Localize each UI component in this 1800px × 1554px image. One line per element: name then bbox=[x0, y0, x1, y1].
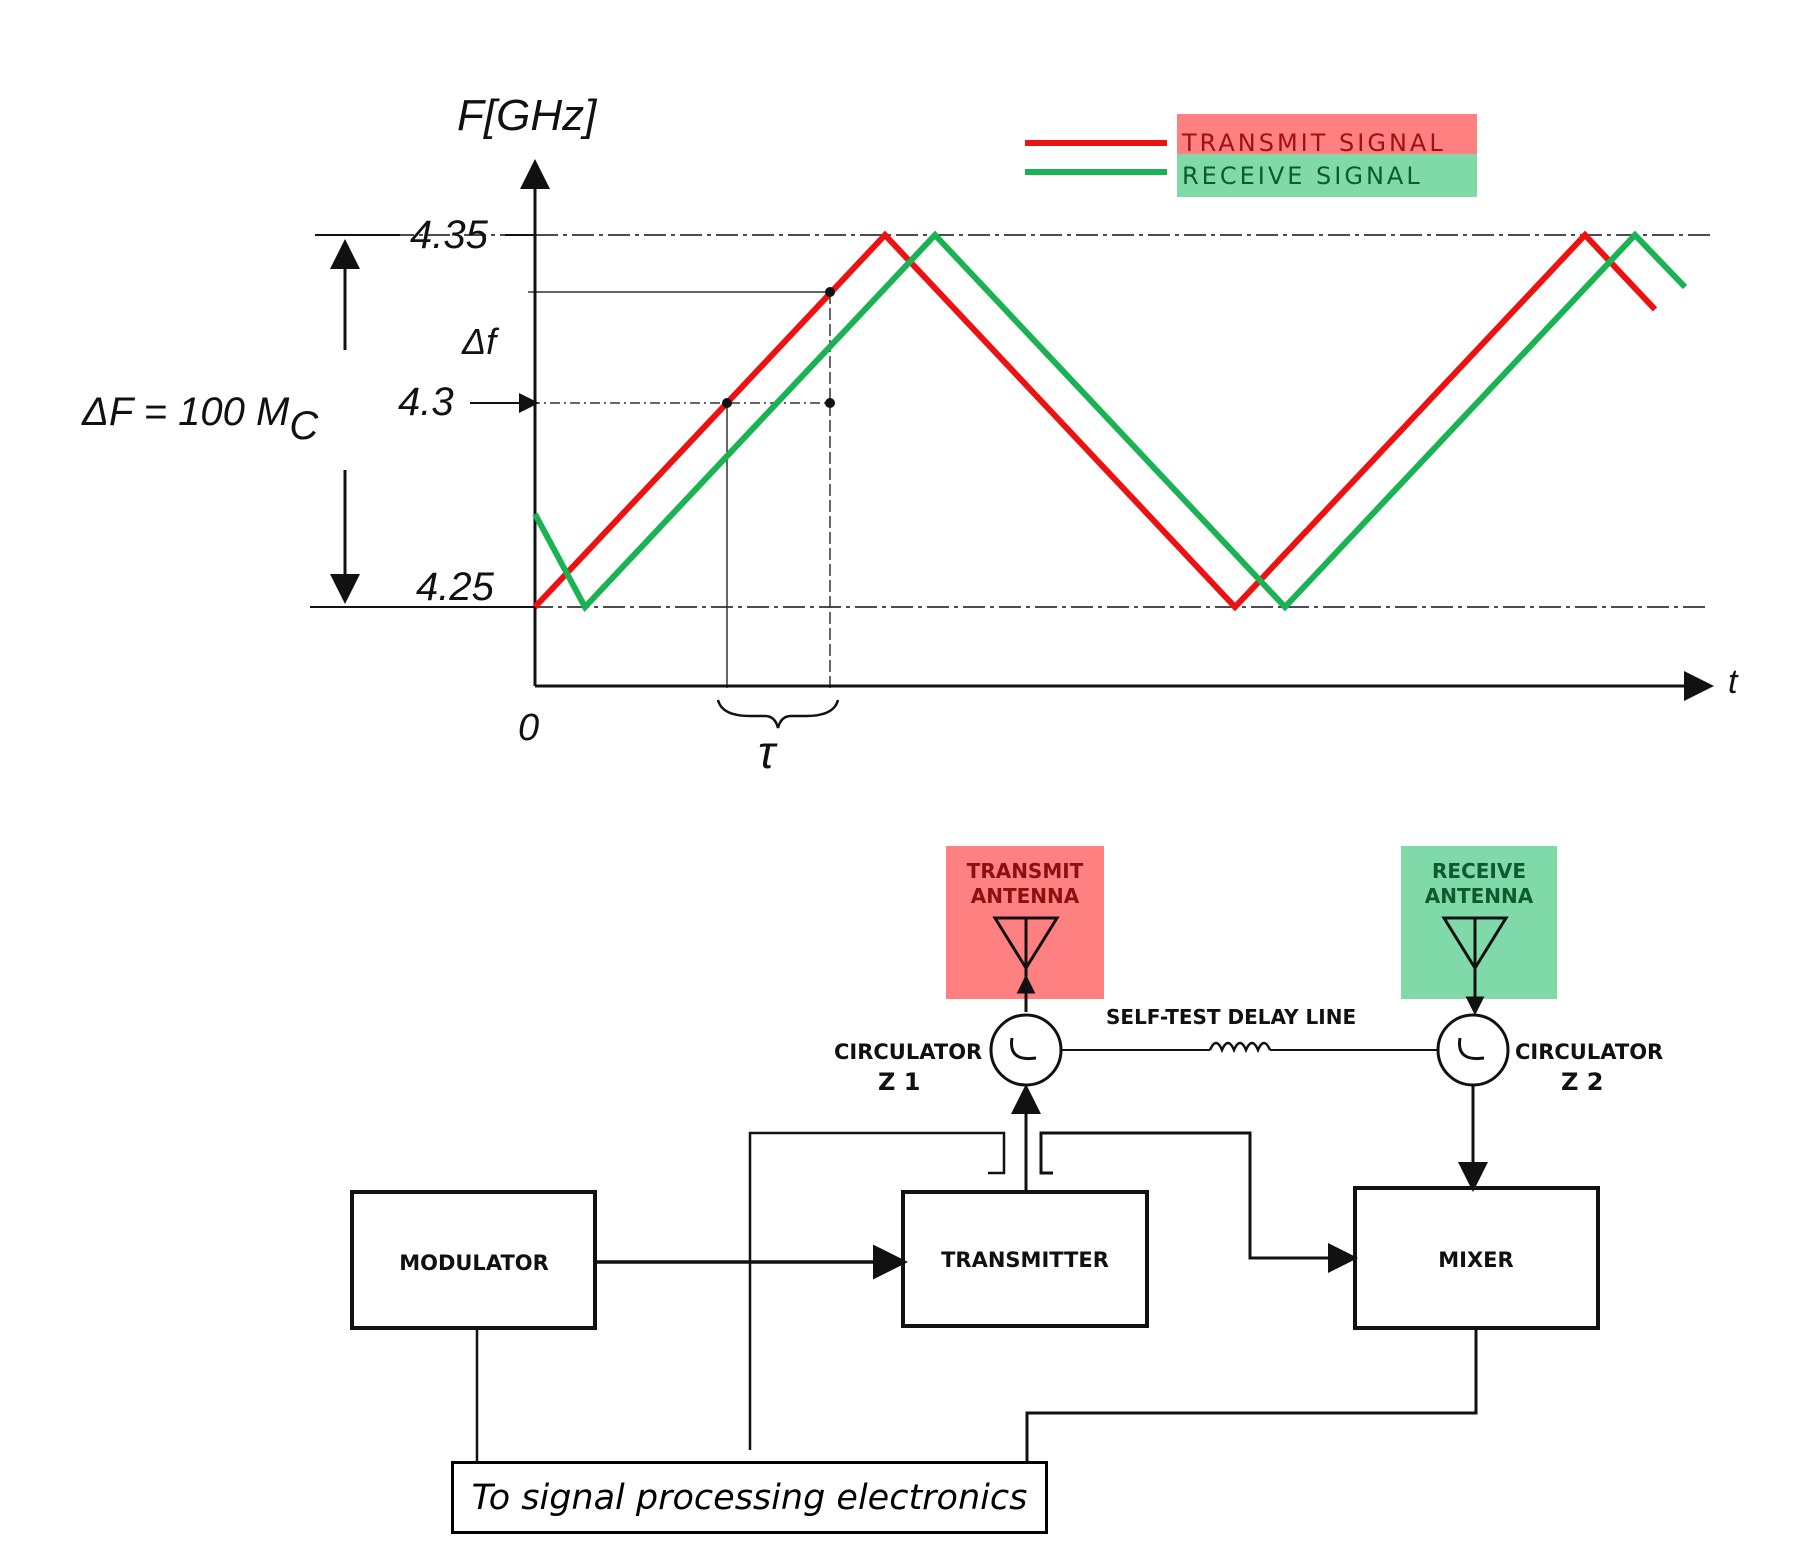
y-tick-label-4-3: 4.3 bbox=[398, 380, 454, 424]
circulator-z2-label: CIRCULATOR bbox=[1515, 1040, 1663, 1064]
transmit-antenna-label-1: TRANSMIT bbox=[967, 859, 1084, 883]
mixer-box bbox=[1353, 1186, 1600, 1330]
circulator-z2-arrow bbox=[1458, 1037, 1485, 1061]
legend-transmit-bg bbox=[1177, 114, 1477, 154]
origin-label: 0 bbox=[518, 707, 539, 749]
transmit-antenna-icon bbox=[992, 916, 1060, 1012]
signal-processing-output-box: To signal processing electronics bbox=[451, 1461, 1048, 1534]
delta-f-point bbox=[825, 287, 835, 297]
tau-point-transmit bbox=[722, 398, 732, 408]
block-diagram bbox=[350, 846, 1600, 1461]
circulator-z2-id: Z 2 bbox=[1561, 1068, 1603, 1096]
block-diagram-labels: TRANSMIT ANTENNA RECEIVE ANTENNA CIRCULA… bbox=[399, 859, 1663, 1275]
circulator-z1-arrow bbox=[1010, 1037, 1037, 1061]
y-axis-title: F[GHz] bbox=[457, 91, 598, 140]
tau-point-receive bbox=[825, 398, 835, 408]
transmit-signal-line bbox=[532, 230, 1658, 612]
chart-legend: TRANSMIT SIGNAL RECEIVE SIGNAL bbox=[1025, 114, 1477, 197]
delta-F-subscript: C bbox=[289, 404, 319, 448]
receive-antenna-label-2: ANTENNA bbox=[1425, 884, 1534, 908]
wire-mixer-output bbox=[1025, 1330, 1478, 1461]
transmit-antenna-label-2: ANTENNA bbox=[971, 884, 1080, 908]
y-tick-label-4-35: 4.35 bbox=[410, 213, 489, 257]
delay-line-label: SELF-TEST DELAY LINE bbox=[1106, 1005, 1356, 1029]
fmcw-chart: TRANSMIT SIGNAL RECEIVE SIGNAL F[GHz] t … bbox=[81, 91, 1739, 778]
circulator-z1-id: Z 1 bbox=[878, 1068, 920, 1096]
transmitter-label: TRANSMITTER bbox=[941, 1248, 1109, 1272]
legend-receive-label: RECEIVE SIGNAL bbox=[1182, 162, 1423, 190]
x-axis-title: t bbox=[1728, 663, 1739, 701]
receive-signal-line bbox=[532, 230, 1688, 613]
tau-brace bbox=[716, 699, 840, 729]
circulator-z1-label: CIRCULATOR bbox=[834, 1040, 982, 1064]
receive-antenna-label-1: RECEIVE bbox=[1432, 859, 1526, 883]
delta-F-label: ΔF = 100 MC bbox=[81, 390, 319, 448]
receive-antenna-icon bbox=[1441, 916, 1509, 1016]
tau-label: τ bbox=[758, 726, 778, 778]
circulator-z2-icon bbox=[1436, 1013, 1510, 1087]
legend-receive-bg bbox=[1177, 154, 1477, 197]
circulator-z1-icon bbox=[989, 1013, 1063, 1087]
delay-line-coil bbox=[1208, 1041, 1272, 1054]
receive-antenna-bg bbox=[1401, 846, 1557, 999]
modulator-label: MODULATOR bbox=[399, 1251, 549, 1275]
mixer-label: MIXER bbox=[1438, 1248, 1513, 1272]
legend-transmit-label: TRANSMIT SIGNAL bbox=[1181, 129, 1446, 157]
signal-processing-output-label: To signal processing electronics bbox=[471, 1477, 1028, 1518]
transmitter-box bbox=[901, 1190, 1149, 1328]
y-tick-label-4-25: 4.25 bbox=[416, 565, 495, 609]
wire-right-coupler bbox=[1039, 1131, 1358, 1273]
modulator-box bbox=[350, 1190, 597, 1330]
wire-left-coupler bbox=[748, 1131, 1006, 1450]
delta-f-label: Δf bbox=[461, 321, 500, 362]
